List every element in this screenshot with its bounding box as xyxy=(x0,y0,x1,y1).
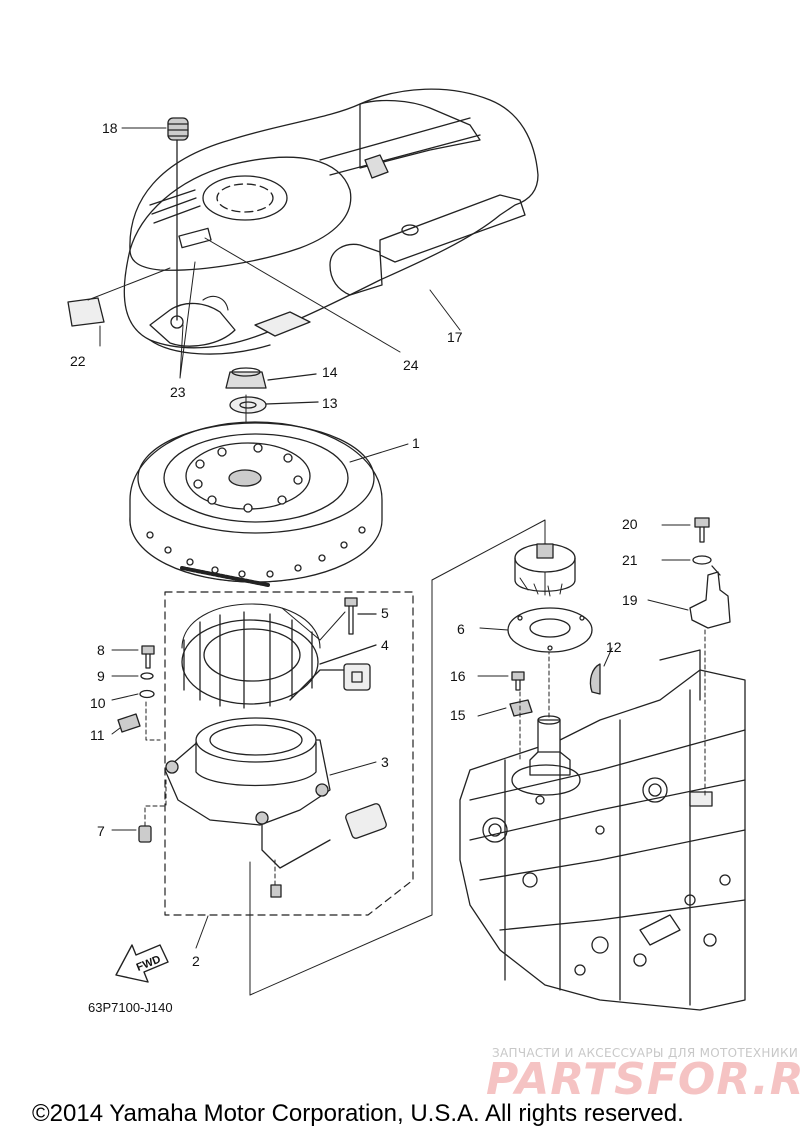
label-decal-part xyxy=(67,297,105,327)
flywheel-part xyxy=(129,421,409,587)
callout-23: 23 xyxy=(170,384,186,400)
washer-part xyxy=(229,396,319,414)
pulser-screw-part xyxy=(477,671,525,691)
washer-small-part xyxy=(661,555,712,565)
callout-7: 7 xyxy=(97,823,105,839)
diagram-code: 63P7100-J140 xyxy=(88,1000,173,1015)
callout-6: 6 xyxy=(457,621,465,637)
plain-washer-part xyxy=(111,689,155,701)
bolt-part xyxy=(111,645,155,669)
crankshaft-part xyxy=(529,649,571,776)
callout-10: 10 xyxy=(90,695,106,711)
key-part xyxy=(589,647,613,695)
watermark-logo: PARTSFOR.RU xyxy=(486,1054,800,1105)
callout-16: 16 xyxy=(450,668,466,684)
callout-9: 9 xyxy=(97,668,105,684)
callout-11: 11 xyxy=(90,727,105,743)
base-plate-part xyxy=(164,717,387,898)
grommet-part xyxy=(167,117,189,321)
pulley-part xyxy=(514,543,576,597)
clamp-part xyxy=(111,701,161,741)
callout-17: 17 xyxy=(447,329,463,345)
spring-washer-part xyxy=(111,672,154,680)
callout-13: 13 xyxy=(322,395,338,411)
leader-lines-upper xyxy=(87,127,461,379)
stator-part xyxy=(181,603,377,709)
retainer-part xyxy=(477,699,533,717)
copyright-notice: ©2014 Yamaha Motor Corporation, U.S.A. A… xyxy=(32,1100,684,1127)
callout-14: 14 xyxy=(322,364,338,380)
callout-4: 4 xyxy=(381,637,389,653)
callout-3: 3 xyxy=(381,754,389,770)
callout-20: 20 xyxy=(622,516,638,532)
callout-19: 19 xyxy=(622,592,638,608)
power-head-part xyxy=(459,649,746,1011)
callout-12: 12 xyxy=(606,639,622,655)
watermark-subtitle: ЗАПЧАСТИ И АКСЕССУАРЫ ДЛЯ МОТОТЕХНИКИ xyxy=(492,1046,799,1060)
callout-21: 21 xyxy=(622,552,638,568)
collar-part xyxy=(111,779,167,843)
fwd-arrow-icon: FWD xyxy=(115,944,169,983)
callout-24: 24 xyxy=(403,357,419,373)
callout-18: 18 xyxy=(102,120,118,136)
pulser-plate-part xyxy=(479,607,593,653)
callout-15: 15 xyxy=(450,707,466,723)
screw-part xyxy=(281,597,377,641)
flywheel-nut-part xyxy=(225,367,317,389)
callout-5: 5 xyxy=(381,605,389,621)
callout-2: 2 xyxy=(192,953,200,969)
sensor-bracket-part xyxy=(647,565,731,796)
bolt-top-part xyxy=(661,517,710,543)
assembly-group-box xyxy=(164,591,414,916)
callout-1: 1 xyxy=(412,435,420,451)
callout-22: 22 xyxy=(70,353,86,369)
callout-8: 8 xyxy=(97,642,105,658)
